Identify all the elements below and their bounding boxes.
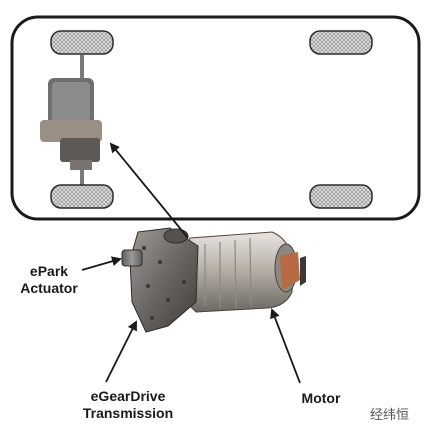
vehicle-outline-icon bbox=[10, 15, 421, 221]
watermark: 经纬恒 bbox=[370, 408, 410, 423]
arrow-icon bbox=[81, 256, 122, 271]
tire-icon bbox=[309, 30, 373, 55]
edrive-unit-illustration bbox=[121, 227, 306, 333]
arrow-icon bbox=[270, 308, 301, 384]
epark-label-line2: Actuator bbox=[20, 280, 78, 296]
epark-actuator-label: ePark Actuator bbox=[14, 263, 84, 297]
motor-label: Motor bbox=[301, 390, 341, 406]
tire-icon bbox=[50, 184, 114, 209]
tire-icon bbox=[50, 30, 114, 55]
egear-label-line2: Transmission bbox=[82, 405, 174, 421]
epark-label-line1: ePark bbox=[29, 263, 69, 279]
mini-drive-unit bbox=[40, 78, 102, 170]
tire-icon bbox=[309, 184, 373, 209]
egear-label-line1: eGearDrive bbox=[90, 388, 166, 404]
arrow-icon bbox=[109, 142, 189, 239]
egeardrive-transmission-label: eGearDrive Transmission bbox=[68, 388, 188, 422]
arrow-icon bbox=[105, 320, 137, 383]
